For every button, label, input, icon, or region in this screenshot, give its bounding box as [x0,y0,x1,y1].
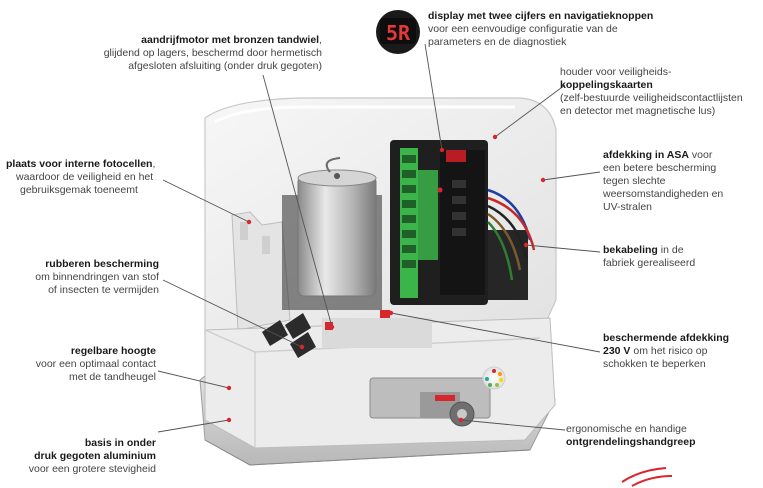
label-release: ergonomische en handige ontgrendelingsha… [566,423,696,448]
motor-desc: glijdend op lagers, beschermd door herme… [103,47,322,59]
wiring-title: bekabeling [603,244,658,256]
capacitor-can [297,157,377,297]
label-cover: afdekking in ASA voor een betere bescher… [603,149,724,213]
label-motor: aandrijfmotor met bronzen tandwiel, glij… [103,34,322,72]
label-base: basis in onder druk gegoten aluminium vo… [28,437,156,475]
label-height: regelbare hoogte voor een optimaal conta… [35,345,156,383]
display-digits: 5R [386,21,411,45]
label-photocells: plaats voor interne fotocellen, waardoor… [6,158,156,196]
cover-title: afdekking in ASA [603,149,689,161]
brand-swoosh-icon [621,467,673,487]
holder-title: koppelingskaarten [560,79,653,91]
control-module [390,140,528,305]
two-digit-display: 5R [376,10,420,54]
motor-title: aandrijfmotor met bronzen tandwiel [141,34,320,46]
label-protective: beschermende afdekking 230 V om het risi… [603,332,730,370]
label-wiring: bekabeling in de fabriek gerealiseerd [603,244,696,269]
factory-wiring [487,188,536,281]
label-rubber: rubberen bescherming om binnendringen va… [35,258,159,296]
rubber-title: rubberen bescherming [45,258,159,270]
leader-lines [157,43,601,433]
rubber-seal [262,313,316,358]
status-led-ring [482,366,506,390]
height-title: regelbare hoogte [70,345,156,357]
display-title: display met twee cijfers en navigatiekno… [428,10,654,22]
label-holder: houder voor veiligheids- koppelingskaart… [560,66,743,117]
photocells-title: plaats voor interne fotocellen [6,158,153,170]
leader-dots [226,134,546,423]
protective-title: beschermende afdekking [603,332,730,344]
label-display: display met twee cijfers en navigatiekno… [428,10,654,48]
release-title: ontgrendelingshandgreep [566,436,696,448]
base-title: basis in onder [84,437,156,449]
release-handle [369,377,491,427]
